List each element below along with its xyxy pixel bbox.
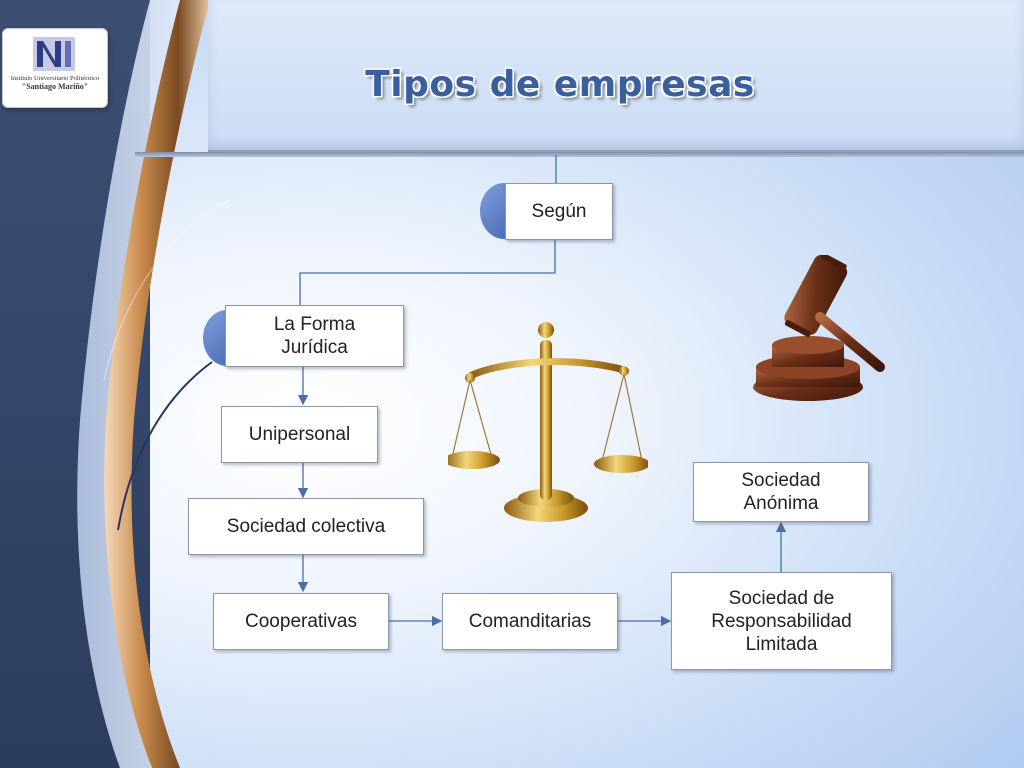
node-unipersonal-label: Unipersonal <box>248 424 351 445</box>
node-forma-juridica-label: La Forma Jurídica <box>273 314 356 358</box>
node-sociedad-anonima: Sociedad Anónima <box>693 462 869 522</box>
node-segun-label: Según <box>531 201 587 222</box>
scales-of-justice-icon <box>448 322 648 522</box>
node-forma-juridica: La Forma Jurídica <box>225 305 404 367</box>
node-cooperativas: Cooperativas <box>213 593 389 650</box>
node-srl-label: Sociedad de Responsabilidad Limitada <box>711 587 852 655</box>
node-segun: Según <box>505 183 613 240</box>
node-sociedad-colectiva-label: Sociedad colectiva <box>226 516 386 537</box>
node-comanditarias-label: Comanditarias <box>468 611 592 632</box>
page-title: Tipos de empresas <box>365 64 755 105</box>
logo-emblem-icon <box>33 37 75 71</box>
node-sociedad-colectiva: Sociedad colectiva <box>188 498 424 555</box>
logo-text-line2: "Santiago Mariño" <box>21 82 89 91</box>
institution-logo: Instituto Universitario Politécnico "San… <box>2 28 108 108</box>
node-sociedad-responsabilidad-limitada: Sociedad de Responsabilidad Limitada <box>671 572 892 670</box>
gavel-icon <box>753 255 885 401</box>
node-comanditarias: Comanditarias <box>442 593 618 650</box>
title-panel <box>208 0 1024 153</box>
node-sociedad-anonima-label: Sociedad Anónima <box>741 470 821 514</box>
title-divider <box>135 152 1024 157</box>
logo-text-line1: Instituto Universitario Politécnico <box>10 75 100 82</box>
node-unipersonal: Unipersonal <box>221 406 378 463</box>
logo-text: Instituto Universitario Politécnico "San… <box>7 75 103 91</box>
node-cooperativas-label: Cooperativas <box>245 611 357 632</box>
